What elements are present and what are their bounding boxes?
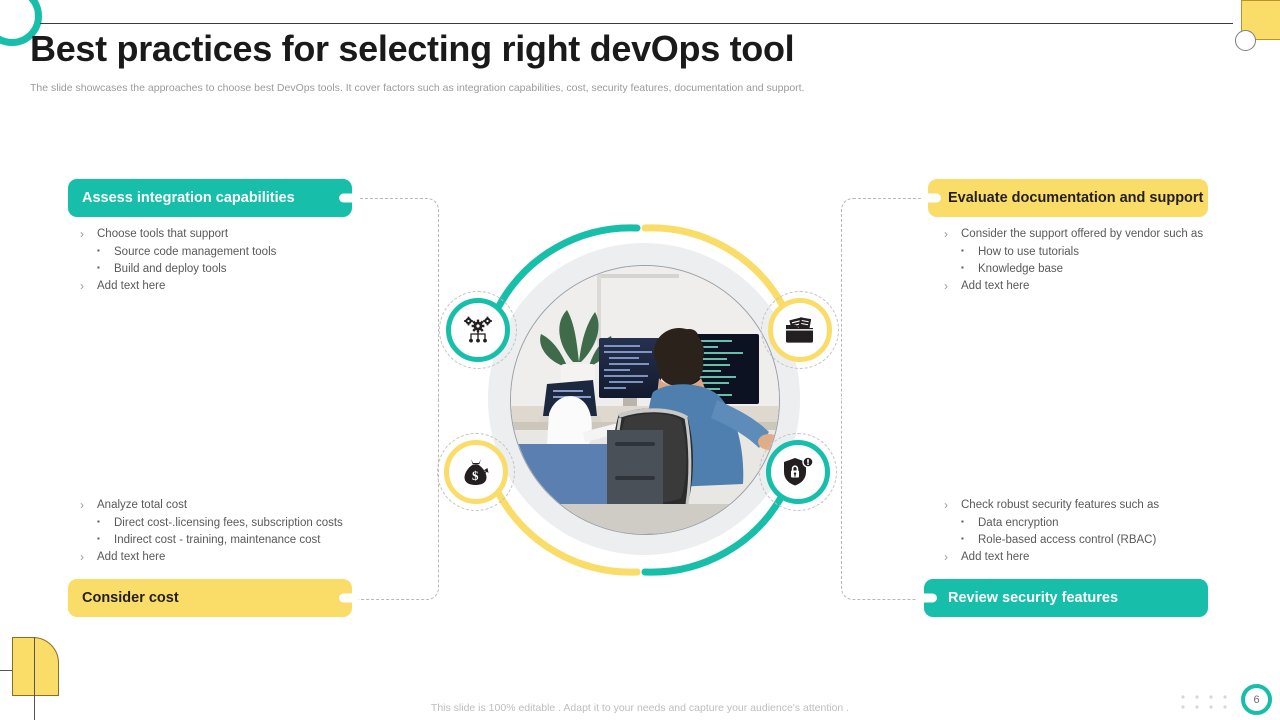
corner-square-decoration	[1241, 0, 1280, 40]
square-bullet-icon: ▪	[961, 263, 964, 273]
label-review-security[interactable]: Review security features	[917, 579, 1208, 617]
orbit-arcs	[495, 224, 787, 576]
decoration-yellow-shape	[12, 637, 59, 696]
connector-top-right	[841, 198, 930, 399]
label-review-security-text: Review security features	[948, 589, 1119, 606]
shield-lock-alert-icon[interactable]	[766, 440, 830, 504]
bullet-item-level2: ▪ Data encryption	[961, 515, 1212, 532]
header-divider-line	[40, 23, 1233, 24]
gears-integration-icon[interactable]	[446, 298, 510, 362]
bottom-left-decoration	[0, 632, 72, 720]
footer-note: This slide is 100% editable . Adapt it t…	[430, 702, 850, 714]
dot-grid-decoration	[1181, 695, 1227, 709]
bullet-item-level2: ▪ How to use tutorials	[961, 244, 1212, 261]
bullet-item-text: Add text here	[97, 279, 166, 292]
label-assess-integration[interactable]: Assess integration capabilities	[68, 179, 359, 217]
bullet-item-level2: ▪ Direct cost-.licensing fees, subscripti…	[97, 515, 380, 532]
bullet-item-text: Knowledge base	[978, 263, 1064, 276]
bullet-list-review-security: › Check robust security features such as ▪…	[944, 497, 1212, 567]
node-dotted-outline	[439, 291, 517, 369]
center-diagram: $	[437, 216, 841, 584]
connector-notch-icon	[339, 593, 359, 603]
bullet-item-level1: › Choose tools that support	[80, 226, 370, 243]
bullet-list-evaluate-documentation: › Consider the support offered by vendor …	[944, 226, 1212, 296]
corner-ring-decoration	[0, 0, 42, 46]
bullet-item-text: Consider the support offered by vendor s…	[961, 228, 1204, 240]
bullet-item-text: Check robust security features such as	[961, 499, 1160, 511]
bullet-item-level2: ▪ Role-based access control (RBAC)	[961, 532, 1212, 549]
bullet-item-level1: › Add text here	[80, 549, 380, 566]
connector-bottom-right	[841, 398, 930, 600]
connector-bottom-left	[350, 398, 439, 600]
chevron-bullet-icon: ›	[944, 549, 948, 564]
chevron-bullet-icon: ›	[944, 498, 948, 512]
bullet-item-text: How to use tutorials	[978, 246, 1079, 259]
bullet-list-consider-cost: › Analyze total cost ▪ Direct cost-.licensi…	[80, 497, 380, 567]
chevron-bullet-icon: ›	[944, 227, 948, 241]
money-bag-icon[interactable]: $	[444, 440, 508, 504]
folder-documents-icon[interactable]	[768, 298, 832, 362]
square-bullet-icon: ▪	[961, 517, 964, 527]
bullet-item-level2: ▪ Knowledge base	[961, 261, 1212, 278]
square-bullet-icon: ▪	[97, 263, 100, 273]
connector-notch-icon	[917, 593, 937, 603]
square-bullet-icon: ▪	[961, 246, 964, 256]
bullet-item-level2: ▪ Indirect cost - training, maintenance c…	[97, 532, 380, 549]
bullet-item-text: Choose tools that support	[97, 228, 229, 240]
bullet-item-level2: ▪ Build and deploy tools	[97, 261, 370, 278]
chevron-bullet-icon: ›	[944, 278, 948, 293]
bullet-item-level1: › Add text here	[944, 549, 1212, 566]
bullet-item-text: Data encryption	[978, 517, 1059, 530]
page-subtitle: The slide showcases the approaches to ch…	[30, 82, 805, 94]
bullet-item-level1: › Consider the support offered by vendor …	[944, 226, 1212, 243]
bullet-item-text: Add text here	[97, 550, 166, 563]
decoration-vertical-line	[34, 637, 35, 720]
connector-notch-icon	[921, 193, 941, 203]
center-photo	[510, 265, 780, 535]
label-evaluate-documentation-text: Evaluate documentation and support	[948, 189, 1204, 206]
node-dotted-outline	[759, 433, 837, 511]
label-consider-cost[interactable]: Consider cost	[68, 579, 359, 617]
chevron-bullet-icon: ›	[80, 227, 84, 241]
bullet-item-level1: › Add text here	[80, 278, 370, 295]
bullet-item-text: Add text here	[961, 279, 1030, 292]
bullet-item-level2: ▪ Source code management tools	[97, 244, 370, 261]
node-dotted-outline	[761, 291, 839, 369]
page-number-badge: 6	[1241, 684, 1272, 715]
square-bullet-icon: ▪	[97, 517, 100, 527]
label-consider-cost-text: Consider cost	[82, 589, 179, 606]
label-assess-integration-text: Assess integration capabilities	[82, 189, 295, 206]
connector-top-left	[350, 198, 439, 399]
bullet-item-text: Add text here	[961, 550, 1030, 563]
bullet-item-level1: › Check robust security features such as	[944, 497, 1212, 514]
bullet-item-level1: › Add text here	[944, 278, 1212, 295]
node-dotted-outline	[437, 433, 515, 511]
bullet-item-text: Direct cost-.licensing fees, subscriptio…	[114, 517, 343, 530]
chevron-bullet-icon: ›	[80, 278, 84, 293]
chevron-bullet-icon: ›	[80, 498, 84, 512]
chevron-bullet-icon: ›	[80, 549, 84, 564]
page-title: Best practices for selecting right devOp…	[30, 28, 795, 69]
square-bullet-icon: ▪	[961, 534, 964, 544]
bullet-item-text: Source code management tools	[114, 246, 277, 259]
corner-circle-decoration	[1235, 30, 1256, 51]
bullet-item-text: Analyze total cost	[97, 499, 188, 511]
bullet-item-level1: › Analyze total cost	[80, 497, 380, 514]
label-evaluate-documentation[interactable]: Evaluate documentation and support	[921, 179, 1208, 217]
connector-notch-icon	[339, 193, 359, 203]
bullet-item-text: Indirect cost - training, maintenance co…	[114, 534, 321, 547]
bullet-item-text: Role-based access control (RBAC)	[978, 534, 1157, 547]
bullet-list-assess-integration: › Choose tools that support ▪ Source code m…	[80, 226, 370, 296]
svg-text:$: $	[472, 468, 479, 483]
square-bullet-icon: ▪	[97, 534, 100, 544]
bullet-item-text: Build and deploy tools	[114, 263, 227, 276]
square-bullet-icon: ▪	[97, 246, 100, 256]
